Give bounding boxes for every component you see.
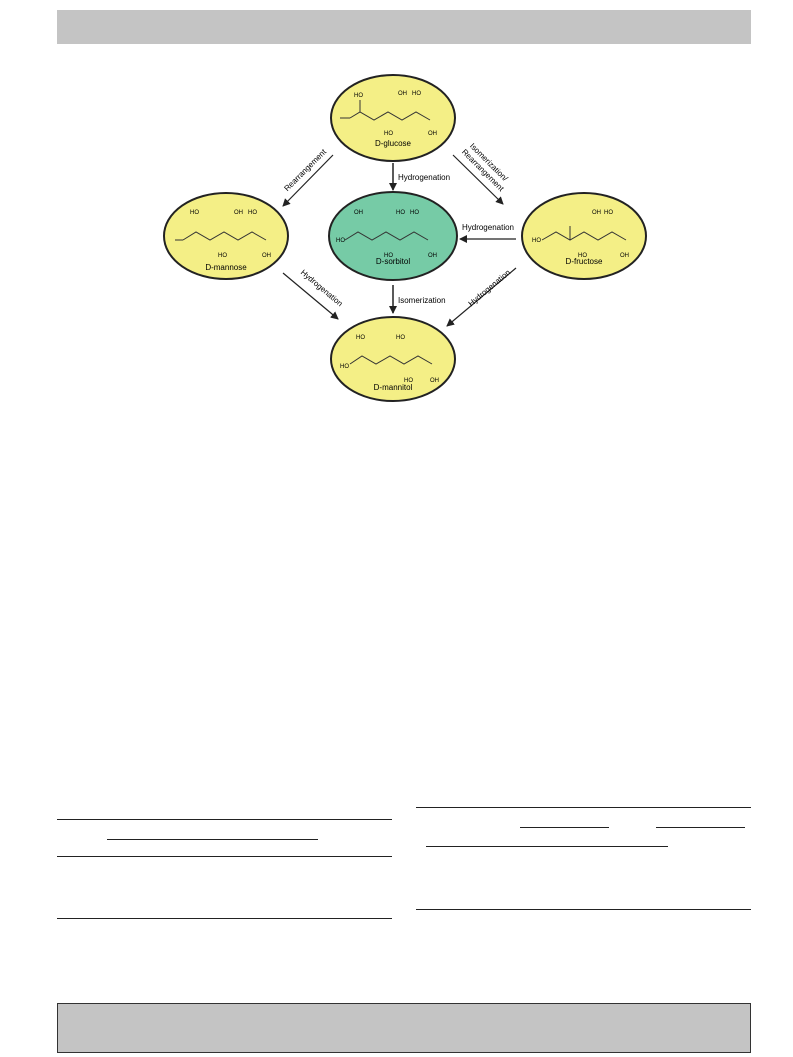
arrow-glucose-to-mannose [282, 154, 334, 207]
left-rule-1 [57, 819, 392, 820]
right-rule-5 [416, 909, 751, 910]
d-glucose-group-2: OH [398, 91, 407, 97]
label-glucose-to-mannose: Rearrangement [282, 147, 328, 193]
left-rule-2 [107, 839, 318, 840]
d-sorbitol-group-2: OH [354, 210, 363, 216]
reaction-diagram: HO OH HO HO OH D-glucose HO OH HO HO OH … [163, 74, 647, 402]
d-mannitol-group-1: HO [356, 335, 365, 341]
molecule-d-sorbitol: HO OH HO HO HO OH D-sorbitol [328, 191, 458, 281]
molecule-d-glucose: HO OH HO HO OH D-glucose [330, 74, 456, 162]
right-rule-4 [426, 846, 668, 847]
right-rule-1 [416, 807, 751, 808]
d-glucose-group-5: OH [428, 131, 437, 137]
arrow-glucose-to-fructose [452, 154, 504, 205]
d-mannose-group-5: OH [262, 253, 271, 259]
d-fructose-group-5: OH [620, 253, 629, 259]
d-fructose-group-2: HO [604, 210, 613, 216]
d-glucose-group-4: HO [384, 131, 393, 137]
molecule-d-mannose: HO OH HO HO OH D-mannose [163, 192, 289, 280]
header-bar [57, 10, 751, 44]
d-mannose-group-1: HO [190, 210, 199, 216]
right-rule-3 [656, 827, 745, 828]
d-sorbitol-group-4: HO [410, 210, 419, 216]
left-rule-3 [57, 856, 392, 857]
d-mannose-label: D-mannose [205, 263, 247, 272]
d-mannitol-group-4: HO [404, 378, 413, 384]
label-glucose-to-sorbitol: Hydrogenation [398, 173, 450, 182]
d-mannose-group-3: HO [248, 210, 257, 216]
label-sorbitol-to-mannitol: Isomerization [398, 296, 446, 305]
d-sorbitol-group-3: HO [396, 210, 405, 216]
right-rule-2 [520, 827, 609, 828]
d-glucose-label: D-glucose [375, 139, 412, 148]
arrow-fructose-to-mannitol [446, 267, 517, 327]
d-mannose-group-2: OH [234, 210, 243, 216]
d-glucose-group-1: HO [354, 93, 363, 99]
label-fructose-to-mannitol: Hydrogenation [467, 268, 513, 308]
d-fructose-group-0: HO [532, 238, 541, 244]
arrow-mannose-to-mannitol [282, 272, 339, 320]
d-sorbitol-group-5: HO [384, 253, 393, 259]
d-fructose-group-1: OH [592, 210, 601, 216]
label-fructose-to-sorbitol: Hydrogenation [462, 223, 514, 232]
d-fructose-label: D-fructose [566, 257, 603, 266]
d-mannitol-group-3: HO [340, 364, 349, 370]
d-mannitol-group-5: OH [430, 378, 439, 384]
d-glucose-group-3: HO [412, 91, 421, 97]
d-mannose-group-4: HO [218, 253, 227, 259]
d-sorbitol-group-6: OH [428, 253, 437, 259]
d-fructose-group-4: HO [578, 253, 587, 259]
molecule-d-mannitol: HO HO HO HO OH D-mannitol [330, 316, 456, 402]
molecule-d-fructose: HO OH HO HO OH D-fructose [521, 192, 647, 280]
d-sorbitol-group-1: HO [336, 238, 345, 244]
label-mannose-to-mannitol: Hydrogenation [299, 268, 345, 308]
footer-bar [57, 1003, 751, 1053]
d-mannitol-group-2: HO [396, 335, 405, 341]
d-mannitol-label: D-mannitol [374, 383, 413, 392]
d-sorbitol-label: D-sorbitol [376, 257, 410, 266]
left-rule-4 [57, 918, 392, 919]
